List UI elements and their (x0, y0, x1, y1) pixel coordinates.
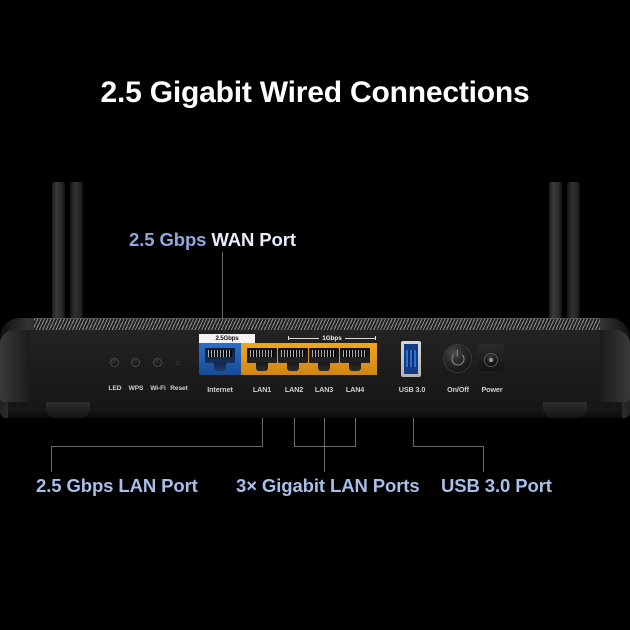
lan-speed-bracket-left (288, 336, 320, 340)
rj45-notch-icon (349, 362, 361, 371)
chassis-base (8, 408, 622, 418)
callout-wan-speed: 2.5 Gbps (129, 229, 207, 250)
callout-wan-port: 2.5 Gbps WAN Port (129, 229, 296, 251)
label-led: LED (108, 385, 122, 392)
led-button[interactable] (110, 358, 119, 367)
port-lan3[interactable] (309, 348, 339, 371)
power-button-icon (451, 352, 464, 365)
leader-line-lan4 (355, 390, 356, 446)
rj45-pins-icon (208, 350, 232, 357)
port-internet[interactable] (205, 348, 235, 371)
port-lan2[interactable] (278, 348, 308, 371)
leader-line-lan1-horizontal (51, 446, 263, 447)
rj45-notch-icon (256, 362, 268, 371)
label-wifi: Wi-Fi (150, 385, 166, 392)
lan-speed-badge-label: 1Gbps (322, 335, 342, 342)
leader-line-lan1-drop (51, 446, 52, 472)
antenna-base-left (46, 402, 90, 418)
label-wps: WPS (128, 385, 144, 392)
label-onoff: On/Off (447, 385, 469, 394)
leader-line-usb-horizontal (413, 446, 483, 447)
callout-lan-25gbps: 2.5 Gbps LAN Port (36, 475, 198, 496)
port-lan1[interactable] (247, 348, 277, 371)
callout-lan-gigabit: 3× Gigabit LAN Ports (236, 475, 420, 496)
rj45-pins-icon (343, 350, 367, 357)
usb-tongue-icon (406, 350, 416, 367)
reset-pinhole[interactable] (176, 361, 180, 365)
label-usb: USB 3.0 (398, 385, 426, 394)
dc-jack-icon (484, 353, 498, 367)
page-title: 2.5 Gigabit Wired Connections (100, 76, 530, 109)
power-button[interactable] (444, 345, 471, 372)
rj45-notch-icon (214, 362, 226, 371)
label-lan4: LAN4 (345, 385, 365, 394)
wifi-button[interactable] (153, 358, 162, 367)
leader-line-lan3 (324, 390, 325, 472)
label-reset: Reset (170, 385, 188, 392)
antenna-base-right (543, 402, 587, 418)
callout-wan-text: WAN Port (206, 229, 296, 250)
rj45-pins-icon (281, 350, 305, 357)
rj45-notch-icon (287, 362, 299, 371)
callout-usb-port: USB 3.0 Port (441, 475, 552, 496)
port-usb-3-0[interactable] (401, 341, 421, 377)
rj45-pins-icon (250, 350, 274, 357)
wps-button[interactable] (131, 358, 140, 367)
chassis-left-edge (0, 330, 30, 402)
power-jack[interactable] (478, 344, 504, 371)
leader-line-lan-bracket (294, 446, 356, 447)
label-lan2: LAN2 (284, 385, 304, 394)
rj45-notch-icon (318, 362, 330, 371)
rj45-pins-icon (312, 350, 336, 357)
port-lan4[interactable] (340, 348, 370, 371)
label-power: Power (481, 385, 503, 394)
label-lan3: LAN3 (314, 385, 334, 394)
chassis-right-edge (600, 330, 630, 402)
wan-speed-badge: 2.5Gbps (199, 334, 255, 343)
leader-line-lan1-vertical (262, 390, 263, 446)
leader-line-lan2 (294, 390, 295, 446)
lan-speed-bracket-right (344, 336, 377, 340)
top-vent-grille (34, 318, 600, 333)
label-lan1: LAN1 (252, 385, 272, 394)
leader-line-usb-vertical (413, 390, 414, 446)
leader-line-wan (222, 252, 223, 344)
label-internet: Internet (207, 385, 233, 394)
leader-line-usb-drop (483, 446, 484, 472)
lan-speed-badge: 1Gbps (288, 334, 377, 343)
wan-speed-badge-label: 2.5Gbps (215, 335, 239, 342)
dc-jack-pin-icon (489, 358, 493, 362)
